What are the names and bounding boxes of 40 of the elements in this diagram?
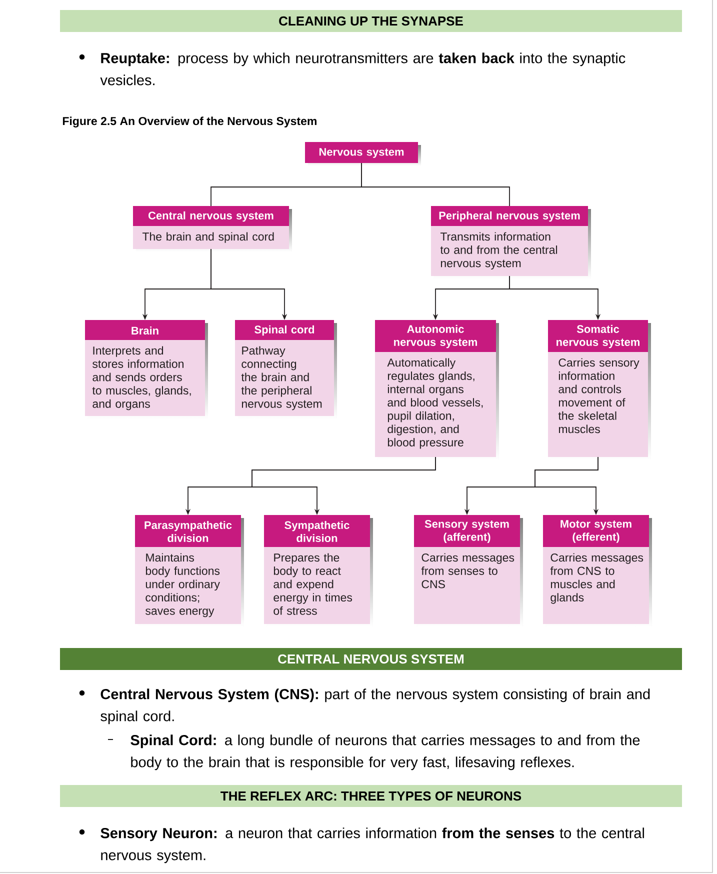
box-description: The brain and spinal cord bbox=[133, 226, 289, 249]
list-item-text: Central Nervous System (CNS): part of the nervous system consisting of brain and spinal cord. bbox=[100, 688, 650, 724]
box-description: Prepares the body to react and expend energy in times of stress bbox=[264, 547, 370, 624]
box-description: Interprets and stores information and sends orders to muscles, glands, and organs bbox=[85, 340, 205, 416]
info-box bbox=[264, 515, 373, 627]
info-box bbox=[548, 320, 651, 460]
list-item-text: Reuptake: process by which neurotransmitters are taken back into the synaptic vesicles. bbox=[100, 52, 626, 86]
info-box bbox=[135, 515, 244, 627]
box-description: Transmits information to and from the central nervous system bbox=[431, 226, 588, 276]
box-header: Peripheral nervous system bbox=[431, 206, 588, 226]
box-header: Motor system (efferent) bbox=[543, 515, 649, 547]
box-description: Pathway connecting the brain and the peripheral nervous system bbox=[235, 340, 334, 416]
box-header: Sympathetic division bbox=[264, 515, 370, 547]
box-header: Spinal cord bbox=[235, 320, 334, 340]
box-header: Parasympathetic division bbox=[135, 515, 241, 547]
section-heading-bar: THE REFLEX ARC: THREE TYPES OF NEURONS bbox=[60, 785, 682, 807]
box-header: Central nervous system bbox=[133, 206, 289, 226]
info-box bbox=[414, 515, 523, 627]
box-description: Carries sensory information and controls movement of the skeletal muscles bbox=[548, 352, 648, 457]
info-box bbox=[543, 515, 652, 627]
info-box bbox=[235, 320, 337, 419]
section-heading-bar: CLEANING UP THE SYNAPSE bbox=[60, 10, 682, 32]
list-item-text: Sensory Neuron: a neuron that carries information from the senses to the central nervous system. bbox=[100, 828, 644, 864]
box-header: Somatic nervous system bbox=[548, 320, 648, 352]
info-box bbox=[85, 320, 208, 419]
box-description: Maintains body functions under ordinary conditions; saves energy bbox=[135, 547, 241, 624]
box-description: Carries messages from CNS to muscles and glands bbox=[543, 547, 649, 624]
box-description: Carries messages from senses to CNS bbox=[414, 547, 520, 624]
connector-line bbox=[361, 162, 510, 206]
box-description: Automatically regulates glands, internal organs and blood vessels, pupil dilation, digestion, and blood pressure bbox=[375, 352, 496, 457]
info-box bbox=[375, 320, 499, 460]
info-box bbox=[431, 206, 591, 279]
figure-title: Figure 2.5 An Overview of the Nervous System bbox=[62, 116, 316, 128]
title-box: Nervous system bbox=[305, 142, 421, 166]
box-header: Autonomic nervous system bbox=[375, 320, 496, 352]
info-box bbox=[133, 206, 292, 252]
box-header: Brain bbox=[85, 320, 205, 340]
section-heading-bar: CENTRAL NERVOUS SYSTEM bbox=[60, 648, 682, 670]
box-header: Sensory system (afferent) bbox=[414, 515, 520, 547]
list-item-text: Spinal Cord: a long bundle of neurons that carries messages to and from the body to the brain that is responsible for very fast, lifesaving reflexes. bbox=[130, 734, 640, 770]
